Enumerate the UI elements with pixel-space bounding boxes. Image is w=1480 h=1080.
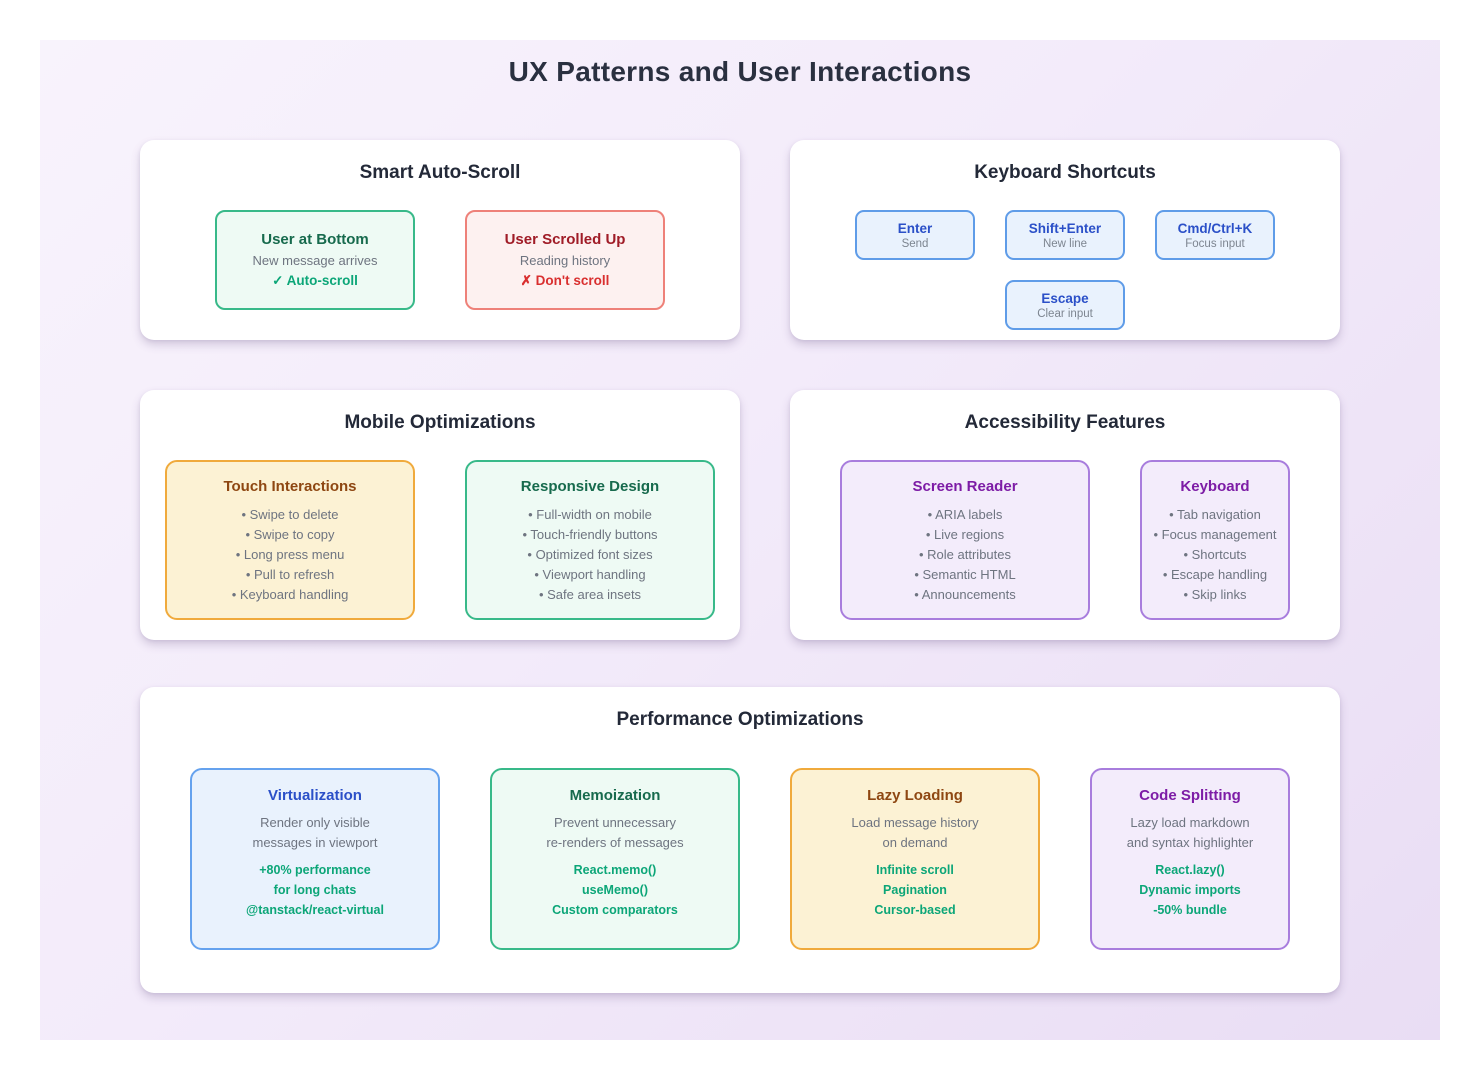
perf-box-memoization: Memoization Prevent unnecessary re-rende… [490, 768, 740, 950]
card-performance-optimizations: Performance Optimizations Virtualization… [140, 687, 1340, 993]
shortcut-keys-row-1: Enter Send Shift+Enter New line Cmd/Ctrl… [790, 210, 1340, 260]
perf-detail: useMemo() [582, 883, 648, 897]
perf-description-line: Render only visible [260, 815, 370, 830]
section-title-performance-optimizations: Performance Optimizations [616, 709, 864, 730]
feature-item: Touch-friendly buttons [467, 525, 713, 545]
perf-description-line: and syntax highlighter [1126, 835, 1254, 850]
feature-item: Live regions [842, 525, 1088, 545]
perf-box-code-splitting: Code Splitting Lazy load markdown and sy… [1090, 768, 1290, 950]
key-label: Escape [1041, 290, 1089, 306]
key-label: Cmd/Ctrl+K [1177, 220, 1253, 236]
feature-item: Escape handling [1142, 565, 1288, 585]
feature-item: Semantic HTML [842, 565, 1088, 585]
section-title-keyboard-shortcuts: Keyboard Shortcuts [974, 162, 1156, 183]
feature-item: Swipe to copy [167, 525, 413, 545]
state-event: New message arrives [252, 253, 378, 268]
key-action: New line [1042, 237, 1088, 250]
state-title: User Scrolled Up [504, 231, 626, 248]
perf-detail: +80% performance [259, 863, 371, 877]
key-action: Clear input [1037, 307, 1093, 320]
key-escape: Escape Clear input [1005, 280, 1125, 330]
feature-item: Swipe to delete [167, 505, 413, 525]
perf-description-line: Load message history [851, 815, 979, 830]
feature-box-title: Keyboard [1180, 478, 1250, 495]
perf-description: Render only visible messages in viewport [192, 813, 438, 853]
perf-detail: Infinite scroll [876, 863, 954, 877]
auto-scroll-states-row: User at Bottom New message arrives ✓ Aut… [140, 210, 740, 310]
perf-detail: Custom comparators [552, 903, 678, 917]
feature-box-title: Responsive Design [520, 478, 660, 495]
state-event: Reading history [519, 253, 611, 268]
state-result: ✗ Don't scroll [520, 273, 610, 288]
perf-box-lazy-loading: Lazy Loading Load message history on dem… [790, 768, 1040, 950]
feature-box-keyboard: Keyboard Tab navigation Focus management… [1140, 460, 1290, 620]
perf-detail: -50% bundle [1153, 903, 1227, 917]
feature-box-touch-interactions: Touch Interactions Swipe to delete Swipe… [165, 460, 415, 620]
card-smart-auto-scroll: Smart Auto-Scroll User at Bottom New mes… [140, 140, 740, 340]
state-box-user-scrolled-up: User Scrolled Up Reading history ✗ Don't… [465, 210, 665, 310]
perf-box-title: Virtualization [268, 787, 362, 804]
section-title-smart-auto-scroll: Smart Auto-Scroll [359, 162, 521, 183]
feature-item: Shortcuts [1142, 545, 1288, 565]
diagram-canvas: UX Patterns and User Interactions Smart … [40, 40, 1440, 1040]
perf-description-line: Lazy load markdown [1130, 815, 1250, 830]
feature-item: Role attributes [842, 545, 1088, 565]
section-title-mobile-optimizations: Mobile Optimizations [344, 412, 536, 433]
perf-description: Prevent unnecessary re-renders of messag… [492, 813, 738, 853]
perf-box-title: Memoization [569, 787, 661, 804]
perf-detail: React.lazy() [1155, 863, 1225, 877]
feature-item: Focus management [1142, 525, 1288, 545]
feature-item: Long press menu [167, 545, 413, 565]
perf-box-virtualization: Virtualization Render only visible messa… [190, 768, 440, 950]
state-box-user-at-bottom: User at Bottom New message arrives ✓ Aut… [215, 210, 415, 310]
perf-detail: Dynamic imports [1139, 883, 1241, 897]
key-shift-enter: Shift+Enter New line [1005, 210, 1125, 260]
perf-description-line: Prevent unnecessary [553, 815, 677, 830]
shortcut-keys-row-2: Escape Clear input [790, 280, 1340, 330]
key-enter: Enter Send [855, 210, 975, 260]
feature-item: Optimized font sizes [467, 545, 713, 565]
key-cmd-ctrl-k: Cmd/Ctrl+K Focus input [1155, 210, 1275, 260]
card-mobile-optimizations: Mobile Optimizations Touch Interactions … [140, 390, 740, 640]
feature-item: Skip links [1142, 585, 1288, 605]
feature-box-title: Touch Interactions [223, 478, 357, 495]
card-keyboard-shortcuts: Keyboard Shortcuts Enter Send Shift+Ente… [790, 140, 1340, 340]
card-accessibility-features: Accessibility Features Screen Reader ARI… [790, 390, 1340, 640]
perf-detail: Pagination [883, 883, 947, 897]
feature-item: Safe area insets [467, 585, 713, 605]
accessibility-groups-row: Screen Reader ARIA labels Live regions R… [790, 460, 1340, 620]
perf-box-title: Lazy Loading [867, 787, 963, 804]
perf-detail: for long chats [273, 883, 357, 897]
feature-item: Full-width on mobile [467, 505, 713, 525]
feature-box-responsive-design: Responsive Design Full-width on mobile T… [465, 460, 715, 620]
perf-description: Load message history on demand [792, 813, 1038, 853]
feature-item: Announcements [842, 585, 1088, 605]
key-action: Send [901, 237, 929, 250]
page-title: UX Patterns and User Interactions [508, 56, 972, 87]
feature-item: Pull to refresh [167, 565, 413, 585]
state-title: User at Bottom [261, 231, 369, 248]
feature-item: Tab navigation [1142, 505, 1288, 525]
feature-item: Keyboard handling [167, 585, 413, 605]
mobile-groups-row: Touch Interactions Swipe to delete Swipe… [140, 460, 740, 620]
state-result: ✓ Auto-scroll [272, 273, 358, 288]
feature-box-screen-reader: Screen Reader ARIA labels Live regions R… [840, 460, 1090, 620]
perf-detail: @tanstack/react-virtual [246, 903, 384, 917]
perf-description-line: messages in viewport [252, 835, 378, 850]
perf-detail: React.memo() [573, 863, 657, 877]
performance-techniques-row: Virtualization Render only visible messa… [140, 768, 1340, 950]
section-title-accessibility-features: Accessibility Features [964, 412, 1166, 433]
key-label: Shift+Enter [1028, 220, 1102, 236]
feature-box-title: Screen Reader [912, 478, 1018, 495]
feature-item: Viewport handling [467, 565, 713, 585]
perf-description-line: re-renders of messages [546, 835, 684, 850]
key-label: Enter [897, 220, 933, 236]
feature-item: ARIA labels [842, 505, 1088, 525]
perf-detail: Cursor-based [874, 903, 956, 917]
key-action: Focus input [1185, 237, 1245, 250]
perf-box-title: Code Splitting [1139, 787, 1241, 804]
perf-description-line: on demand [882, 835, 948, 850]
perf-description: Lazy load markdown and syntax highlighte… [1092, 813, 1288, 853]
